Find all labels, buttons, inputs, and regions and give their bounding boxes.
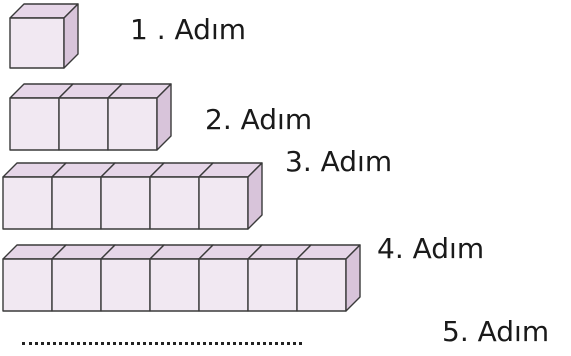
cube-front-face [51,258,102,312]
cube-front-face [296,258,347,312]
cube-front-face [9,17,65,69]
cube-front-face [9,97,60,151]
step-2-label: 2. Adım [205,103,313,136]
cube-front-face [58,97,109,151]
cube-front-face [2,258,53,312]
cube-side-face [156,83,172,151]
cube-front-face [100,176,151,230]
step-3-label: 3. Adım [285,145,393,178]
cube-front-face [247,258,298,312]
step-5-label: 5. Adım [442,315,550,348]
cube-front-face [198,176,249,230]
cube-front-face [198,258,249,312]
cube-front-face [51,176,102,230]
step-4-label: 4. Adım [377,232,485,265]
cube-front-face [149,258,200,312]
cube-front-face [149,176,200,230]
answer-blank-line [22,342,302,345]
cube-front-face [2,176,53,230]
cube-side-face [247,162,263,230]
cube-side-face [345,244,361,312]
step-1-label: 1 . Adım [130,13,247,46]
cube-front-face [107,97,158,151]
cube-side-face [63,3,79,69]
cube-front-face [100,258,151,312]
